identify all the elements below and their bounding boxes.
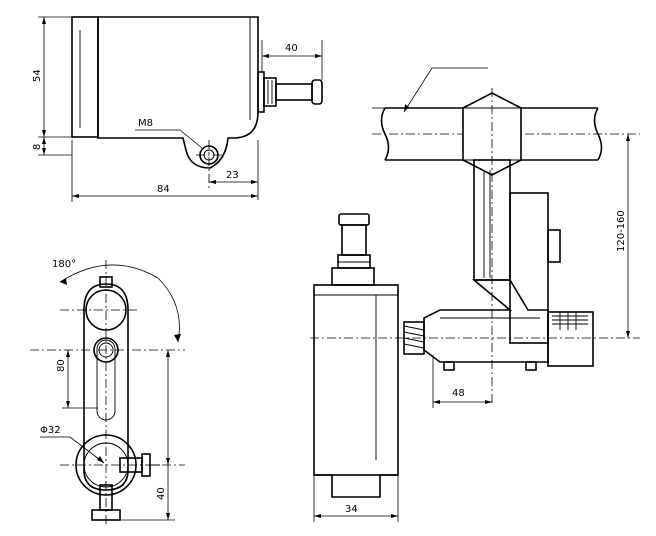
dim-48-label: 48 — [452, 388, 465, 399]
dim-80-arrow-b — [66, 401, 70, 408]
dim-40-side-arrow-b — [166, 513, 170, 520]
dim-48-arrow-r — [485, 400, 492, 404]
shaft-leader-arrow — [404, 104, 409, 112]
dim-84-label: 84 — [157, 184, 170, 195]
dim-23-arrow-r — [251, 180, 258, 184]
shaft-leader — [403, 67, 488, 113]
front-plate — [71, 16, 99, 138]
angle-label: 180° — [52, 259, 76, 270]
dim-23-label: 23 — [226, 170, 239, 181]
dim-40-arrow-l — [262, 54, 269, 58]
dim-range-arrow-t — [626, 134, 630, 141]
dim-40-side-label: 40 — [156, 487, 167, 500]
rotation-arc — [59, 264, 180, 343]
bottom-left-view: 180° 80 Φ32 — [30, 259, 185, 525]
dim-40-label: 40 — [285, 43, 298, 54]
connector-base — [331, 267, 375, 286]
foot-right — [525, 361, 537, 371]
sensor-body — [313, 284, 399, 476]
connector-flange — [257, 71, 265, 113]
dim-40-arrow-r — [315, 54, 322, 58]
phi32-arrow — [97, 456, 104, 463]
rotation-arrow-end — [174, 334, 181, 342]
thread-lines — [403, 325, 425, 349]
dim-80-label: 80 — [56, 359, 67, 372]
body-outline — [97, 16, 259, 169]
connector-shaft — [275, 83, 313, 101]
dim-34-label: 34 — [345, 504, 358, 515]
connector-cap — [311, 79, 323, 105]
connector-cap-top — [338, 213, 370, 226]
dim-48-arrow-l — [433, 400, 440, 404]
dim-54-label: 54 — [32, 69, 43, 82]
dim-84-arrow-l — [72, 194, 79, 198]
dim-23-arrow-l — [209, 180, 216, 184]
dim-range-label: 120-160 — [616, 210, 627, 252]
dim-84-arrow-r — [251, 194, 258, 198]
dim-54-arrow-t — [42, 17, 46, 24]
dim-34-arrow-r — [391, 514, 398, 518]
dim-34-arrow-l — [314, 514, 321, 518]
connector-nut-top — [337, 254, 371, 269]
phi32-leader — [40, 436, 105, 464]
foot-left — [443, 361, 455, 371]
dim-40-side-arrow-t — [166, 350, 170, 357]
dim-8-label: 8 — [32, 144, 43, 150]
connector-nut — [263, 77, 277, 107]
dim-range-arrow-b — [626, 331, 630, 338]
connector-body-top — [341, 224, 367, 256]
side-bracket — [509, 192, 549, 344]
dim-40-side-arrow-m — [166, 458, 170, 465]
phi32-label: Φ32 — [40, 425, 61, 436]
m8-label: M8 — [138, 118, 153, 129]
side-knob — [547, 229, 561, 263]
m8-leader — [135, 129, 203, 149]
sensor-notch — [314, 474, 398, 498]
dim-80-arrow-t — [66, 350, 70, 357]
horizontal-arm — [423, 279, 549, 363]
dim-54-arrow-b — [42, 130, 46, 137]
top-left-view: M8 40 54 8 23 84 — [32, 16, 323, 202]
right-view: 120-160 48 34 — [310, 67, 640, 522]
knurled-cap — [547, 311, 594, 367]
rotating-arm — [83, 283, 129, 491]
rotation-arrow-start — [60, 278, 67, 285]
